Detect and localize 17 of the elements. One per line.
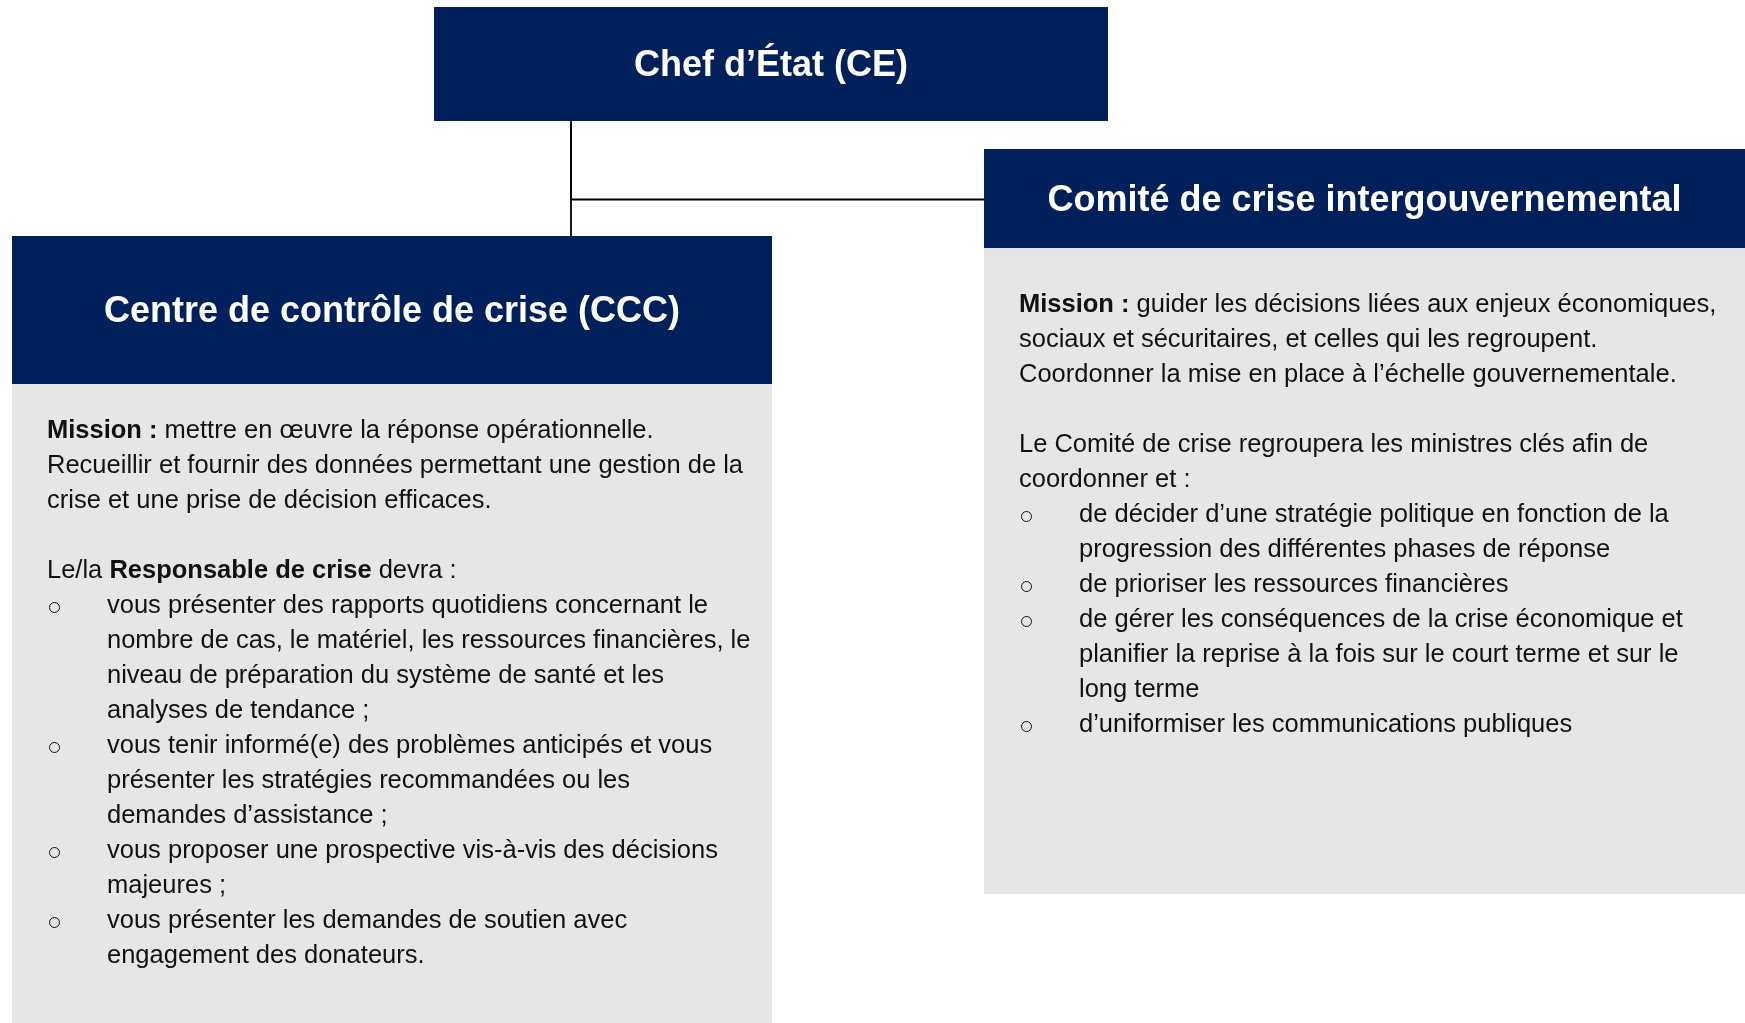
panel-header: Comité de crise intergouvernemental <box>984 149 1745 248</box>
box-title: Chef d’État (CE) <box>634 43 908 85</box>
bullet-text: vous présenter les demandes de soutien avec engagement des donateurs. <box>107 904 629 970</box>
bullet-text: vous tenir informé(e) des problèmes anticipés et vous présenter les stratégies recommandées ou les demandes d’assistance ; <box>107 729 714 830</box>
mission-text: Mission : guider les décisions liées aux enjeux économiques, sociaux et sécuritaires, et celles qui les regroupent. Coordonner la mise en place à l’échelle gouvernementale. <box>1019 288 1718 389</box>
bullet-text: de prioriser les ressources financières <box>1079 568 1509 599</box>
bullet-text: d’uniformiser les communications publiques <box>1079 708 1573 739</box>
info-panel <box>984 149 1745 894</box>
mission-text: Mission : mettre en œuvre la réponse opérationnelle. Recueillir et fournir des données permettant une gestion de la crise et une prise de décision efficaces. <box>47 414 744 515</box>
bullet-text: vous présenter des rapports quotidiens concernant le nombre de cas, le matériel, les ressources financières, le niveau de préparation du système de santé et les analyses de tendance ; <box>107 589 752 725</box>
intro-text: Le/la Responsable de crise devra : <box>47 554 458 585</box>
title-box <box>434 7 1108 121</box>
bullet-text: vous proposer une prospective vis-à-vis des décisions majeures ; <box>107 834 719 900</box>
panel-header: Centre de contrôle de crise (CCC) <box>12 236 772 384</box>
info-panel <box>12 236 772 1023</box>
connector-line <box>570 120 985 201</box>
intro-text: Le Comité de crise regroupera les ministres clés afin de coordonner et : <box>1019 428 1650 494</box>
